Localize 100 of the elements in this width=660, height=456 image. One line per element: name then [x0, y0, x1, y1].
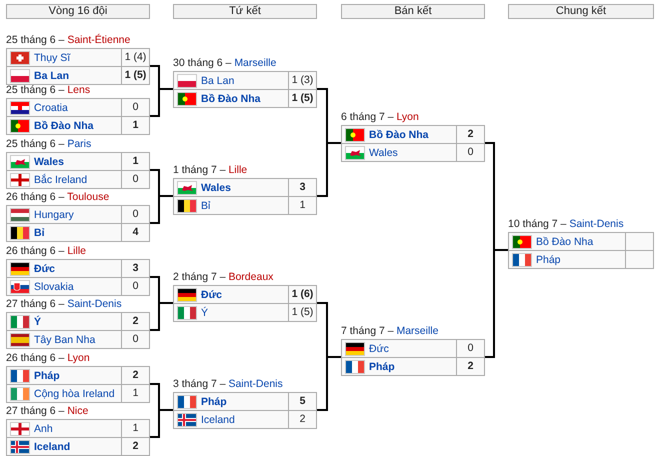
- venue-link: Nice: [67, 405, 88, 417]
- venue-link: Saint-Denis: [67, 298, 122, 310]
- team-name: Pháp: [369, 360, 395, 372]
- team-name: Pháp: [34, 370, 60, 382]
- team-name: Pháp: [536, 254, 561, 266]
- round-header: Vòng 16 đội: [6, 4, 150, 19]
- score-cell: 1: [122, 152, 150, 171]
- match-date: 2 tháng 7 –: [173, 271, 227, 283]
- score-cell: 2: [457, 125, 485, 144]
- venue-link: Paris: [67, 138, 92, 150]
- match-entry: [6, 297, 150, 348]
- score-cell: 1 (5): [122, 66, 150, 85]
- bracket-line: [317, 142, 341, 197]
- team-name: Hungary: [34, 208, 74, 220]
- match-entry: [6, 83, 150, 134]
- team-name: Cộng hòa Ireland: [34, 388, 115, 400]
- team-name: Croatia: [34, 102, 68, 114]
- team-name: Đức: [201, 288, 222, 300]
- score-cell: 1: [122, 419, 150, 438]
- match-date: 1 tháng 7 –: [173, 164, 227, 176]
- match-entry: [173, 56, 317, 107]
- match-date: 26 tháng 6 –: [6, 245, 66, 257]
- score-cell: 0: [122, 277, 150, 296]
- score-cell: 2: [289, 410, 317, 429]
- venue-link: Saint-Étienne: [67, 34, 130, 46]
- match-entry: [341, 110, 485, 161]
- match-entry: [6, 244, 150, 295]
- match-entry: [6, 137, 150, 188]
- team-name: Pháp: [201, 396, 227, 408]
- score-cell: 2: [457, 357, 485, 376]
- match-entry: [173, 270, 317, 321]
- team-name: Ý: [34, 316, 42, 328]
- score-cell: 5: [289, 392, 317, 411]
- venue-link: Marseille: [234, 57, 276, 69]
- team-name: Tây Ban Nha: [34, 334, 96, 346]
- match-date: 30 tháng 6 –: [173, 57, 232, 69]
- match-date: 7 tháng 7 –: [341, 325, 395, 337]
- team-name: Anh: [34, 422, 53, 434]
- match-date: 6 tháng 7 –: [341, 111, 395, 123]
- score-cell: 0: [457, 339, 485, 358]
- score-cell: 0: [122, 98, 150, 117]
- score-cell: 0: [122, 205, 150, 224]
- match-date: 25 tháng 6 –: [6, 84, 66, 96]
- bracket-line: [150, 409, 173, 438]
- team-name: Thụy Sĩ: [34, 52, 70, 64]
- bracket-line: [150, 302, 173, 331]
- score-cell: 0: [122, 330, 150, 349]
- score-cell: 0: [457, 143, 485, 162]
- score-cell: 1: [289, 196, 317, 215]
- team-name: Bồ Đào Nha: [369, 128, 429, 140]
- match-entry: [6, 351, 150, 402]
- score-cell: 1 (5): [289, 303, 317, 322]
- venue-link: Toulouse: [67, 191, 110, 203]
- bracket-line: [485, 249, 508, 358]
- team-name: Bỉ: [201, 200, 210, 212]
- team-name: Bồ Đào Nha: [536, 236, 594, 248]
- match-entry: [173, 163, 317, 214]
- match-entry: [508, 217, 654, 268]
- team-name: Slovakia: [34, 280, 74, 292]
- score-cell: 3: [122, 259, 150, 278]
- venue-link: Lyon: [67, 352, 90, 364]
- match-date: 27 tháng 6 –: [6, 298, 66, 310]
- bracket-line: [150, 88, 173, 117]
- score-cell: 4: [122, 223, 150, 242]
- match-entry: [173, 377, 317, 428]
- match-date: 25 tháng 6 –: [6, 138, 66, 150]
- bracket-line: [150, 195, 173, 224]
- match-entry: [341, 324, 485, 375]
- team-name: Ba Lan: [201, 74, 234, 86]
- team-name: Wales: [201, 182, 231, 194]
- match-date: 26 tháng 6 –: [6, 191, 66, 203]
- match-entry: [6, 404, 150, 455]
- venue-link: Saint-Denis: [228, 378, 283, 390]
- venue-link: Lille: [228, 164, 248, 176]
- match-date: 10 tháng 7 –: [508, 218, 568, 230]
- score-cell: 1: [122, 116, 150, 135]
- team-name: Bỉ: [34, 226, 44, 238]
- score-cell: 2: [122, 366, 150, 385]
- team-name: Iceland: [201, 414, 235, 426]
- score-cell: 3: [289, 178, 317, 197]
- team-name: Wales: [34, 156, 64, 168]
- score-cell: 0: [122, 170, 150, 189]
- match-entry: [6, 190, 150, 241]
- team-name: Bắc Ireland: [34, 174, 88, 186]
- score-cell: 1 (6): [289, 285, 317, 304]
- venue-link: Lille: [67, 245, 86, 257]
- team-name: Đức: [369, 342, 389, 354]
- score-cell: 1 (5): [289, 89, 317, 108]
- venue-link: Saint-Denis: [569, 218, 624, 230]
- match-date: 25 tháng 6 –: [6, 34, 66, 46]
- team-name: Đức: [34, 262, 56, 274]
- match-date: 3 tháng 7 –: [173, 378, 227, 390]
- venue-link: Lens: [67, 84, 90, 96]
- match-date: 26 tháng 6 –: [6, 352, 66, 364]
- team-name: Ba Lan: [34, 70, 70, 82]
- venue-link: Marseille: [396, 325, 438, 337]
- score-cell: 2: [122, 437, 150, 456]
- score-cell: 1 (3): [289, 71, 317, 90]
- match-entry: [6, 33, 150, 84]
- team-name: Bồ Đào Nha: [201, 92, 261, 104]
